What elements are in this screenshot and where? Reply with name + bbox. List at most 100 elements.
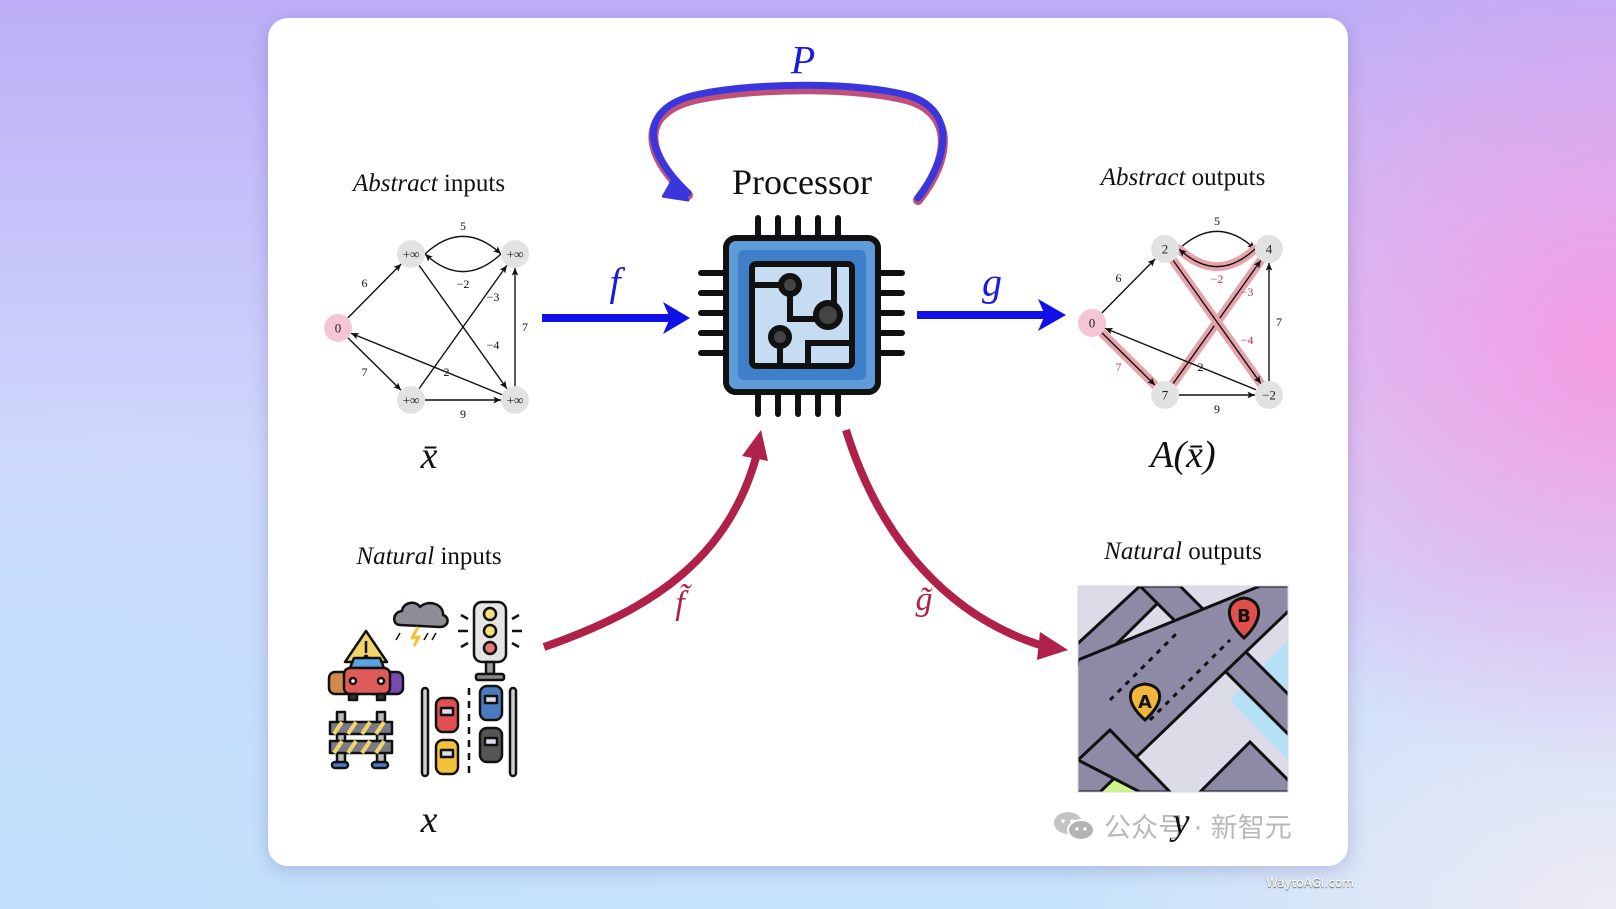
edge-weight-label: 7 [522,320,528,334]
node-label: −2 [1262,388,1276,403]
node-label: 7 [1162,388,1169,403]
edge-weight-label: −3 [1241,285,1254,299]
graph-edge: 7 [1265,263,1282,381]
edge-weight-label: 2 [444,365,450,379]
map-pin-a: A [1128,682,1162,723]
graph-node: 0 [324,314,352,342]
processor-loop-label: P [790,37,816,83]
edge-weight-label: 2 [1198,360,1204,374]
node-label: +∞ [507,247,524,262]
title-italic: Natural [356,543,435,570]
node-label: +∞ [403,393,420,408]
graph-node: 4 [1255,235,1283,263]
graph-node: 2 [1151,235,1179,263]
traffic-light-icon [458,600,522,682]
edge-weight-label: 6 [362,276,368,290]
edge-weight-label: −3 [487,290,500,304]
graph-edge: 2 [1104,327,1257,391]
natural-output-symbol: y [1172,801,1190,843]
abstract-input-symbol: x̄ [420,435,438,477]
graph-edge: 6 [1101,258,1156,314]
decoder-label-g: g [982,259,1002,305]
graph-edge: 2 [350,332,503,396]
encoder-arrow-f [542,302,690,334]
edge-weight-label: 5 [460,219,466,233]
graph-edge: 9 [425,396,501,421]
decoder-arrow-g [917,299,1066,331]
title-rest: inputs [437,170,506,197]
road-lanes-icon [420,684,518,778]
title-rest: outputs [1185,164,1266,191]
graph-node: +∞ [501,386,529,414]
storm-cloud-icon [393,601,449,647]
graph-edge: 9 [1179,391,1255,416]
graph-edge: 7 [511,268,528,386]
graph-edge: −2 [424,253,502,291]
node-label: 0 [1089,316,1096,331]
node-label: +∞ [403,247,420,262]
edge-weight-label: 9 [1214,402,1220,416]
node-label: 2 [1162,242,1169,257]
watermark-text: 公众号 · 新智元 [1104,813,1292,844]
natural-outputs-title: Natural outputs [1104,538,1262,566]
graph-edge: 6 [347,263,402,319]
map-pin-b: B [1228,596,1260,641]
edge-weight-label: −2 [457,277,470,291]
edge-weight-label: 7 [1276,315,1282,329]
edge-weight-label: 6 [1116,271,1122,285]
natural-input-symbol: x [420,799,438,841]
graph-edge: 5 [1178,214,1256,250]
graph-edge: −2 [1174,244,1260,286]
abstract-input-graph: 6 5 −2 −3 −4 7 7 2 9 0 +∞ +∞ +∞ +∞ [324,219,529,421]
title-rest: outputs [1181,538,1262,565]
title-italic: Abstract [1100,164,1186,191]
graph-edge: 7 [347,337,402,391]
node-label: 4 [1266,242,1273,257]
graph-edge: −4 [418,264,508,390]
natural-inputs-illustration [327,600,522,778]
graph-node: +∞ [501,240,529,268]
svg-text:B: B [1237,606,1251,627]
edge-weight-label: −4 [1241,333,1254,347]
natural-inputs-title: Natural inputs [356,543,501,571]
edge-weight-label: −2 [1211,272,1224,286]
edge-weight-label: −4 [487,338,500,352]
graph-node: 0 [1078,309,1106,337]
edge-weight-label: 9 [460,407,466,421]
abstract-output-graph: 6 5 −2 −3 −4 7 7 2 9 0 2 4 7 −2 [1078,214,1283,416]
site-watermark: WaytoAGI.com [1266,876,1354,890]
processor-label: Processor [732,162,872,202]
title-italic: Abstract [352,170,438,197]
graph-node: −2 [1255,381,1283,409]
node-label: +∞ [507,393,524,408]
title-italic: Natural [1104,538,1182,565]
graph-node: +∞ [397,240,425,268]
processor-chip-icon [698,215,905,417]
graph-edge: 7 [1097,328,1160,390]
abstract-outputs-title: Abstract outputs [1101,164,1266,192]
graph-node: 7 [1151,381,1179,409]
natural-encoder-arrow [542,430,768,651]
svg-text:A: A [1138,692,1152,713]
wechat-icon [1054,811,1095,841]
car-crash-icon [327,656,405,702]
watermark: 公众号 · 新智元 [1052,806,1292,845]
title-rest: inputs [434,543,502,570]
natural-decoder-arrow [842,428,1068,660]
abstract-inputs-title: Abstract inputs [353,170,505,198]
graph-edge: 5 [424,219,502,255]
processor-loop-arrow [648,81,948,205]
graph-edge: −4 [1168,255,1266,389]
abstract-output-symbol: A(x̄) [1150,434,1216,476]
graph-node: +∞ [397,386,425,414]
road-barrier-icon [328,710,394,770]
encoder-label-f: f [609,259,621,305]
natural-decoder-label: g̃ [915,581,933,618]
edge-weight-label: 7 [362,365,368,379]
city-map-icon: A B [1077,585,1289,793]
edge-weight-label: 5 [1214,214,1220,228]
edge-weight-label: 7 [1116,360,1122,374]
node-label: 0 [335,321,342,336]
natural-encoder-label: f̃ [675,585,685,622]
